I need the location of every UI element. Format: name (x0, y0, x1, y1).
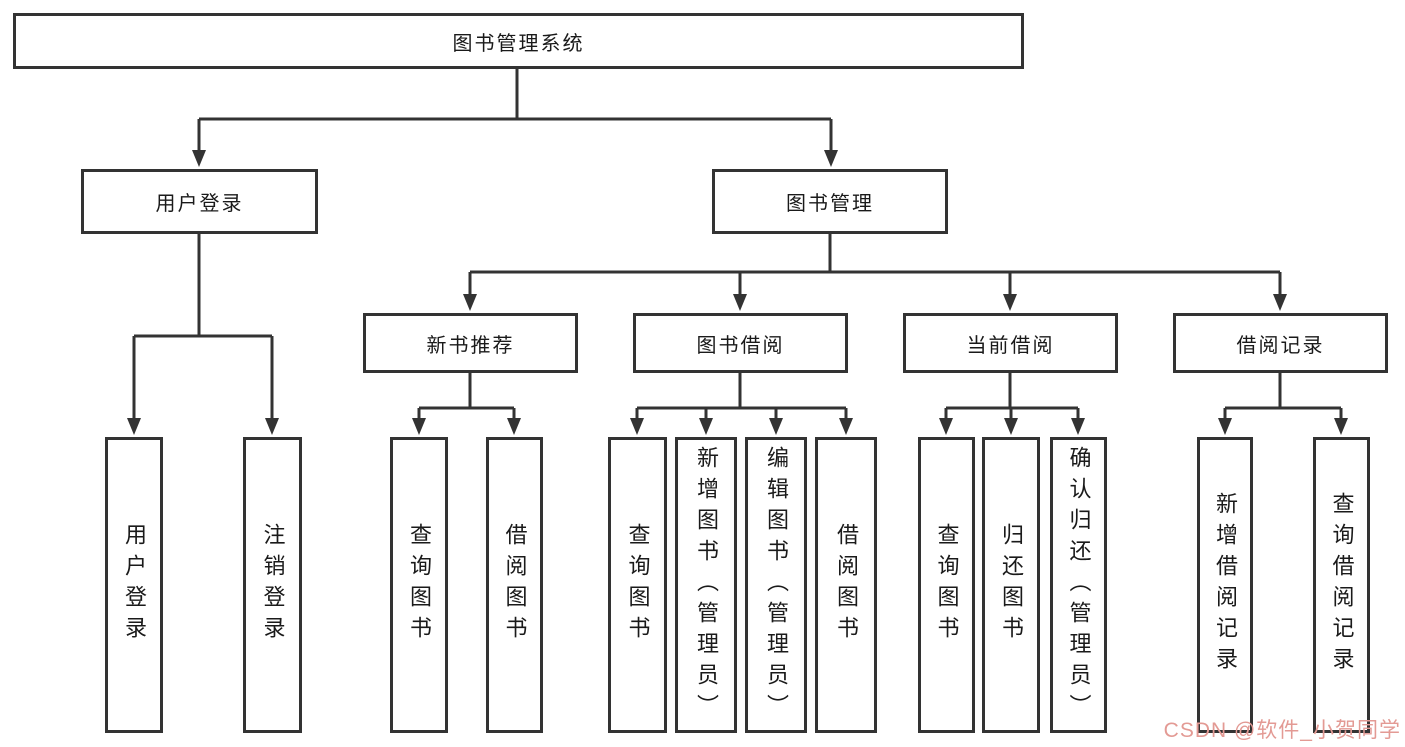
arrow-down-icon (463, 294, 477, 311)
tree-edges (132, 69, 1343, 420)
node-label: 借阅图书 (834, 523, 859, 647)
leaf-add-borrow-record: 新增借阅记录 (1197, 437, 1253, 733)
arrow-down-icon (1071, 418, 1085, 435)
node-label: 查询图书 (407, 523, 432, 647)
node-book-management: 图书管理 (712, 169, 948, 234)
arrow-down-icon (1273, 294, 1287, 311)
node-label: 查询借阅记录 (1329, 492, 1355, 678)
node-library-system: 图书管理系统 (13, 13, 1024, 69)
arrow-down-icon (630, 418, 644, 435)
leaf-return-books: 归还图书 (982, 437, 1040, 733)
node-book-borrowing: 图书借阅 (633, 313, 848, 373)
arrow-down-icon (1004, 418, 1018, 435)
leaf-query-books-current: 查询图书 (918, 437, 975, 733)
node-label: 用户登录 (122, 523, 147, 647)
leaf-user-login: 用户登录 (105, 437, 163, 733)
leaf-query-books-borrowing: 查询图书 (608, 437, 667, 733)
leaf-confirm-return-admin: 确认归还（管理员） (1050, 437, 1107, 733)
arrow-down-icon (1003, 294, 1017, 311)
arrow-down-icon (939, 418, 953, 435)
node-label: 新增借阅记录 (1213, 492, 1238, 678)
node-borrowing-records: 借阅记录 (1173, 313, 1388, 373)
node-label: 当前借阅 (966, 334, 1055, 357)
leaf-edit-books-admin: 编辑图书（管理员） (745, 437, 807, 733)
leaf-borrow-books: 借阅图书 (815, 437, 877, 733)
node-label: 用户登录 (155, 193, 244, 215)
node-user-login: 用户登录 (81, 169, 318, 234)
node-label: 图书管理系统 (452, 32, 585, 55)
node-label: 确认归还（管理员） (1066, 445, 1092, 725)
arrow-down-icon (265, 418, 279, 435)
node-new-book-recommend: 新书推荐 (363, 313, 578, 373)
node-label: 编辑图书（管理员） (764, 445, 789, 725)
node-label: 查询图书 (625, 523, 651, 647)
node-label: 借阅图书 (502, 523, 528, 647)
arrow-down-icon (412, 418, 426, 435)
node-label: 借阅记录 (1236, 334, 1325, 357)
arrow-down-icon (192, 150, 206, 167)
node-label: 图书管理 (786, 193, 874, 215)
arrow-down-icon (733, 294, 747, 311)
arrow-down-icon (1334, 418, 1348, 435)
leaf-query-books-recommend: 查询图书 (390, 437, 448, 733)
node-label: 归还图书 (999, 523, 1024, 647)
leaf-query-borrow-record: 查询借阅记录 (1313, 437, 1370, 733)
leaf-logout: 注销登录 (243, 437, 302, 733)
arrow-down-icon (699, 418, 713, 435)
arrow-down-icon (1218, 418, 1232, 435)
arrow-down-icon (507, 418, 521, 435)
arrow-down-icon (769, 418, 783, 435)
node-label: 查询图书 (934, 523, 960, 647)
node-label: 新增图书（管理员） (694, 445, 719, 725)
node-label: 图书借阅 (696, 334, 785, 357)
node-current-borrowing: 当前借阅 (903, 313, 1118, 373)
arrow-down-icon (127, 418, 141, 435)
arrow-down-icon (839, 418, 853, 435)
node-label: 新书推荐 (426, 334, 515, 357)
node-label: 注销登录 (260, 523, 286, 647)
leaf-borrow-books-recommend: 借阅图书 (486, 437, 543, 733)
arrow-down-icon (824, 150, 838, 167)
csdn-watermark: CSDN @软件_小贺同学 (1163, 719, 1401, 742)
leaf-add-books-admin: 新增图书（管理员） (675, 437, 737, 733)
